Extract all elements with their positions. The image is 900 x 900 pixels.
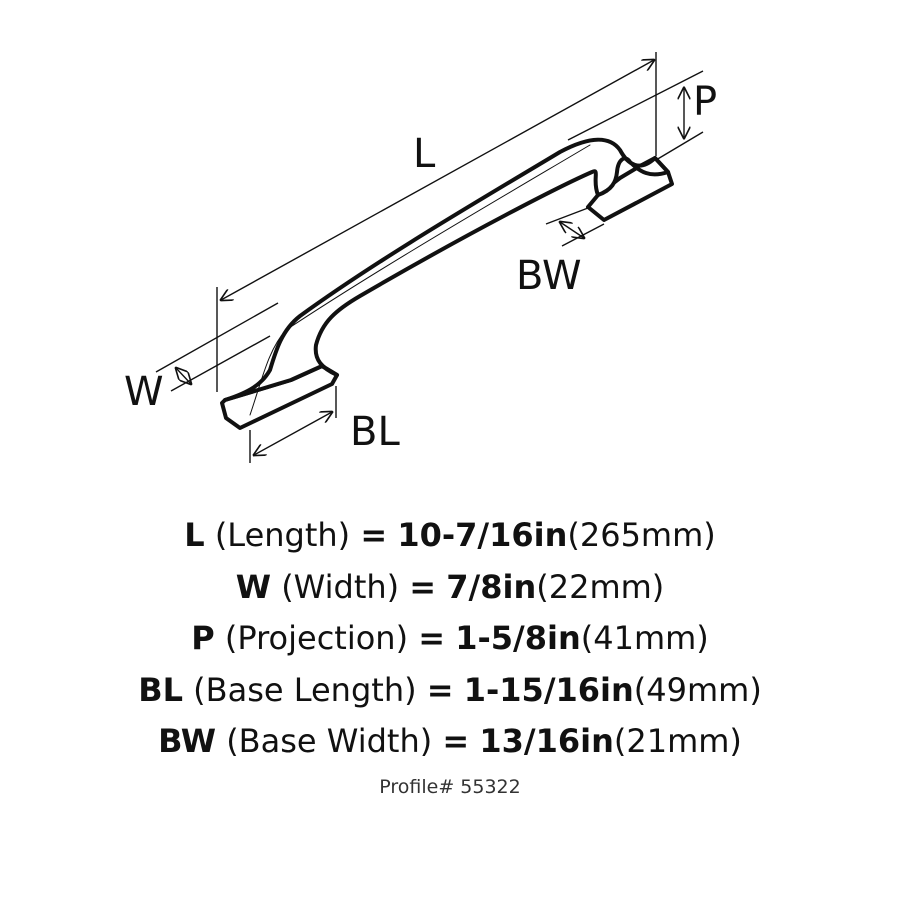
- spec-name: (Length): [214, 516, 351, 554]
- spec-metric: (21mm): [613, 722, 742, 760]
- spec-list: L (Length) = 10-7/16in(265mm) W (Width) …: [0, 510, 900, 768]
- label-length: L: [413, 131, 436, 177]
- spec-projection: P (Projection) = 1-5/8in(41mm): [0, 613, 900, 665]
- spec-abbr: BL: [138, 670, 183, 709]
- spec-abbr: L: [184, 516, 205, 554]
- spec-base-length: BL (Base Length) = 1-15/16in(49mm): [0, 665, 900, 717]
- spec-base-width: BW (Base Width) = 13/16in(21mm): [0, 716, 900, 768]
- handle-shape: [220, 137, 674, 430]
- spec-abbr: P: [191, 619, 215, 657]
- spec-abbr: BW: [158, 722, 217, 760]
- spec-equals: =: [360, 516, 388, 554]
- spec-name: (Base Length): [193, 670, 417, 709]
- profile-number: Profile# 55322: [379, 776, 521, 798]
- spec-metric: (41mm): [580, 619, 709, 657]
- spec-name: (Base Width): [226, 722, 433, 760]
- width-arrow: [176, 368, 191, 384]
- spec-imperial: 1-5/8in: [455, 619, 581, 657]
- spec-imperial: 1-15/16in: [463, 670, 634, 709]
- spec-metric: (49mm): [633, 670, 762, 709]
- spec-equals: =: [418, 619, 446, 657]
- label-base-length: BL: [350, 409, 400, 455]
- spec-equals: =: [409, 567, 437, 606]
- spec-equals: =: [426, 670, 454, 709]
- spec-metric: (265mm): [567, 516, 716, 554]
- label-projection: P: [693, 79, 718, 125]
- spec-equals: =: [442, 722, 470, 760]
- label-width: W: [124, 369, 164, 415]
- spec-name: (Projection): [224, 619, 409, 657]
- spec-name: (Width): [281, 567, 400, 606]
- label-base-width: BW: [516, 253, 582, 299]
- spec-imperial: 7/8in: [446, 567, 537, 606]
- spec-imperial: 13/16in: [479, 722, 614, 760]
- dimension-lines: [155, 52, 704, 463]
- spec-abbr: W: [235, 567, 272, 606]
- length-arrow: [221, 60, 654, 300]
- spec-metric: (22mm): [536, 567, 665, 606]
- handle-diagram: [155, 52, 704, 463]
- spec-length: L (Length) = 10-7/16in(265mm): [0, 510, 900, 562]
- spec-imperial: 10-7/16in: [397, 516, 568, 554]
- base-width-arrow: [560, 222, 584, 238]
- base-length-arrow: [254, 412, 332, 455]
- spec-width: W (Width) = 7/8in(22mm): [0, 562, 900, 614]
- grip-bar: [223, 137, 670, 402]
